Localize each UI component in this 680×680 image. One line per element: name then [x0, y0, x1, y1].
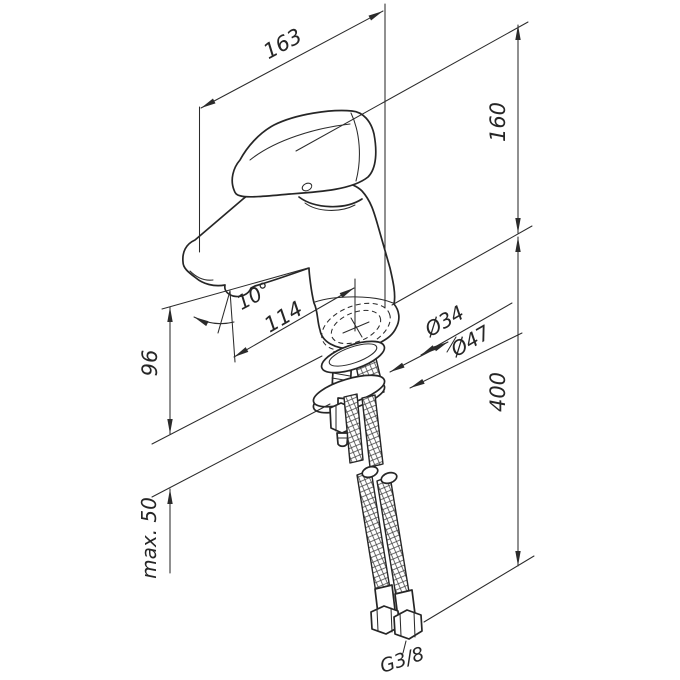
leader-thread	[402, 640, 407, 654]
label-thread-size: G3/8	[377, 643, 427, 678]
hose-cut-end-right	[380, 471, 398, 485]
label-spout-height: 96	[138, 350, 162, 377]
extension-lines	[151, 3, 535, 654]
label-spout-reach: 114	[260, 297, 307, 338]
cartridge-collar-outer	[298, 196, 363, 208]
ext-deck-top	[151, 355, 323, 445]
label-total-height: 160	[486, 102, 510, 142]
faucet-handle	[231, 109, 377, 211]
label-overall-length: 163	[259, 24, 306, 64]
ext-handle-top	[295, 21, 529, 152]
ext-mounting-plane	[391, 225, 533, 306]
hose-upper-right	[361, 394, 384, 468]
ext-angle-ray-tilted	[217, 290, 231, 334]
hose-upper-left	[343, 393, 364, 464]
dim-arc-10deg	[193, 316, 235, 327]
dim-line-d34-d47-link	[389, 341, 449, 373]
hose-cut-end-left	[361, 465, 379, 479]
ext-hose-end	[423, 555, 535, 623]
handle-inner-edge	[249, 123, 351, 161]
dim-line-163	[200, 10, 384, 109]
label-deck-thickness: max. 50	[137, 497, 161, 579]
stud-tip	[336, 432, 349, 448]
cartridge-collar-inner	[304, 202, 356, 211]
dimension-lines	[167, 10, 523, 574]
spout-tip-contour	[189, 270, 214, 281]
label-hose-length: 400	[486, 372, 510, 412]
ext-angle-ray-vertical	[229, 290, 236, 363]
handle-top-face	[231, 109, 377, 198]
flex-hoses	[343, 393, 423, 640]
handle-indicator-dot	[301, 182, 313, 192]
ext-deck-bottom	[151, 403, 331, 498]
dim-line-114	[233, 287, 355, 358]
ext-diameter-tick	[446, 336, 457, 353]
dim-line-d47	[409, 332, 523, 389]
handle-tip-contour	[350, 112, 360, 182]
connection-nut-right	[393, 609, 423, 640]
